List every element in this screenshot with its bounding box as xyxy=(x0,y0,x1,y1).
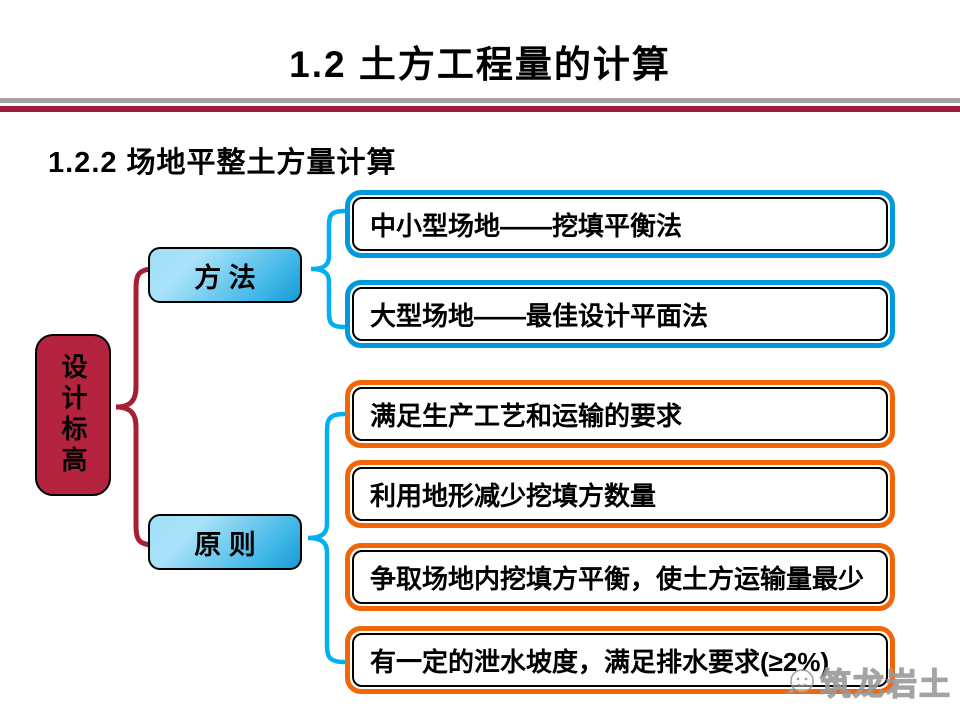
title-divider-gray xyxy=(0,98,960,103)
root-node-design-elevation: 设计标高 xyxy=(35,334,111,496)
branch-node-method: 方 法 xyxy=(148,247,302,303)
watermark: 筑龙岩土 xyxy=(784,659,952,704)
root-brace xyxy=(115,266,157,548)
branch-node-method-label: 方 法 xyxy=(194,262,256,293)
principle-brace xyxy=(307,411,347,665)
root-node-label: 设计标高 xyxy=(58,353,88,477)
principle-item-box: 满足生产工艺和运输的要求 xyxy=(345,380,895,448)
method-item-text: 大型场地——最佳设计平面法 xyxy=(352,287,888,341)
section-subtitle: 1.2.2 场地平整土方量计算 xyxy=(48,147,397,179)
branch-node-principle: 原 则 xyxy=(148,514,302,570)
principle-item-box: 利用地形减少挖填方数量 xyxy=(345,460,895,528)
watermark-text: 筑龙岩土 xyxy=(819,666,952,702)
principle-item-box: 有一定的泄水坡度，满足排水要求(≥2%) xyxy=(345,626,895,694)
principle-item-text: 利用地形减少挖填方数量 xyxy=(352,467,888,521)
principle-item-text: 满足生产工艺和运输的要求 xyxy=(352,387,888,441)
slide-title: 1.2 土方工程量的计算 xyxy=(289,44,671,85)
principle-item-text: 争取场地内挖填方平衡，使土方运输量最少 xyxy=(352,550,888,604)
method-item-box: 中小型场地——挖填平衡法 xyxy=(345,190,895,258)
principle-item-box: 争取场地内挖填方平衡，使土方运输量最少 xyxy=(345,543,895,611)
method-item-text: 中小型场地——挖填平衡法 xyxy=(352,197,888,251)
method-brace xyxy=(310,208,347,330)
branch-node-principle-label: 原 则 xyxy=(194,529,256,560)
watermark-logo-icon xyxy=(784,668,814,694)
title-divider-maroon xyxy=(0,106,960,112)
method-item-box: 大型场地——最佳设计平面法 xyxy=(345,280,895,348)
principle-item-text: 有一定的泄水坡度，满足排水要求(≥2%) xyxy=(352,633,888,687)
